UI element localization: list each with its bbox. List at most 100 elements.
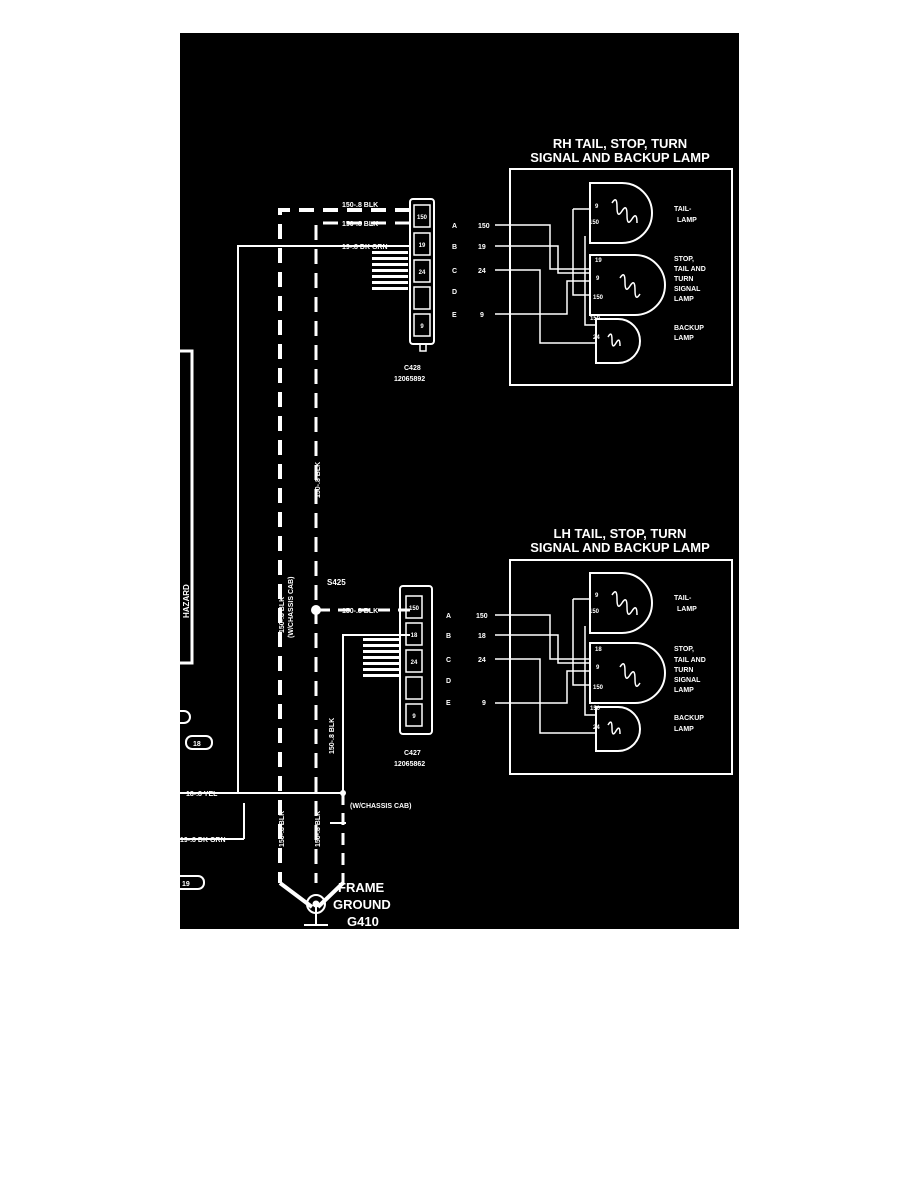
rh-stop-circuit-2: 9 [596, 276, 600, 282]
ground-label-line3: G410 [347, 914, 379, 929]
vertical-blk-left: 150-.8 BLK [279, 597, 286, 633]
lh-cavity-3-num: 24 [411, 660, 418, 666]
rh-wire-grn-label: 19-.8 DK GRN [342, 244, 388, 251]
blk-wire-inner [314, 221, 410, 883]
lh-backup-name-2: LAMP [674, 726, 694, 733]
rh-pin-b-circuit: 19 [478, 244, 486, 251]
rh-pin-c: C [452, 268, 457, 275]
lh-stop-name-3: TURN [674, 667, 693, 674]
lh-pin-b: B [446, 633, 451, 640]
chassis-cab-note: (W/CHASSIS CAB) [350, 803, 411, 810]
lh-cavity-5-num: 9 [412, 714, 416, 720]
splice-label: S425 [327, 578, 346, 587]
lh-pin-c-circuit: 24 [478, 657, 486, 664]
lh-connector-body [399, 585, 433, 735]
lh-cavity-3 [405, 649, 423, 673]
hazard-label: HAZARD [182, 584, 191, 618]
badge-19-label: 19 [182, 881, 190, 888]
lh-cavity-4 [405, 676, 423, 700]
lh-cavity-2 [405, 622, 423, 646]
lh-stop-circuit-2: 9 [596, 665, 600, 671]
lh-tail-filament [611, 591, 638, 616]
lh-stop-name-2: TAIL AND [674, 657, 706, 664]
lh-tail-name-2: LAMP [677, 606, 697, 613]
lh-stop-name-4: SIGNAL [674, 677, 701, 684]
rh-tail-filament [611, 199, 638, 224]
rh-lamp-box [509, 168, 733, 386]
rh-tail-name-2: LAMP [677, 217, 697, 224]
lh-backup-name-1: BACKUP [674, 715, 704, 722]
lh-cavity-1-num: 150 [409, 606, 420, 612]
rh-stop-circuit-1: 19 [595, 258, 602, 264]
rh-cavity-2 [413, 232, 431, 256]
rh-wire-top-label: 150-.8 BLK [342, 202, 378, 209]
rh-cavity-3 [413, 259, 431, 283]
rh-connector-body [409, 198, 435, 345]
vertical-blk-upper: 150-.8 BLK [315, 462, 322, 498]
lh-tail-lamp [589, 572, 653, 634]
rh-stop-name-5: LAMP [674, 296, 694, 303]
lh-wire-top-label: 150-.8 BLK [342, 608, 378, 615]
rh-stop-name-2: TAIL AND [674, 266, 706, 273]
rh-pin-c-circuit: 24 [478, 268, 486, 275]
lh-backup-circuit-2: 24 [593, 725, 600, 731]
lh-lamp-box [509, 559, 733, 775]
splice-s425-dot [311, 605, 321, 615]
rh-pin-e-circuit: 9 [480, 312, 484, 319]
rh-pin-e: E [452, 312, 457, 319]
rh-connector-id: C428 [404, 365, 421, 372]
rh-connector-shell [372, 251, 408, 290]
vertical-chassis-cab: (W/CHASSIS CAB) [288, 577, 295, 638]
lh-tail-circuit-1: 9 [595, 593, 599, 599]
rh-pin-b: B [452, 244, 457, 251]
ground-label-line1: FRAME [338, 880, 385, 895]
rh-cavity-1 [413, 204, 431, 228]
rh-cavity-4 [413, 286, 431, 310]
ground-icon [304, 894, 328, 926]
vertical-blk-bottom-right: 150-.8 BLK [315, 811, 322, 847]
lh-title-line1: LH TAIL, STOP, TURN [554, 526, 687, 541]
lh-stop-circuit-3: 150 [593, 685, 604, 691]
rh-cavity-1-num: 150 [417, 215, 428, 221]
rh-stop-name-4: SIGNAL [674, 286, 701, 293]
badge-18-label: 18 [193, 741, 201, 748]
rh-title-line1: RH TAIL, STOP, TURN [553, 136, 687, 151]
splice-lower-dot [340, 790, 346, 796]
rh-stop-lamp [589, 254, 666, 316]
lh-tail-circuit-2: 150 [589, 609, 600, 615]
rh-pin-a-circuit: 150 [478, 223, 490, 230]
ground-label-line2: GROUND [333, 897, 391, 912]
rh-tail-lamp [589, 182, 653, 244]
yel-wire-label: 18-.8 YEL [186, 791, 218, 798]
lh-title-line2: SIGNAL AND BACKUP LAMP [530, 540, 710, 555]
rh-backup-circuit-1: 150 [590, 316, 601, 322]
lh-cavity-5 [405, 703, 423, 727]
lh-backup-filament [607, 721, 621, 735]
rh-pin-a: A [452, 223, 457, 230]
lh-pin-e: E [446, 700, 451, 707]
lh-stop-name-5: LAMP [674, 687, 694, 694]
wiring-diagram: RH TAIL, STOP, TURN SIGNAL AND BACKUP LA… [180, 33, 739, 929]
rh-backup-name-2: LAMP [674, 335, 694, 342]
lh-stop-name-1: STOP, [674, 646, 694, 653]
rh-lamp-wiring [495, 208, 596, 344]
lh-cavity-2-num: 18 [411, 633, 418, 639]
lh-backup-lamp [595, 706, 641, 752]
rh-stop-filament [619, 274, 641, 298]
lh-part-number: 12065862 [394, 761, 425, 768]
grn-wire [180, 245, 410, 794]
rh-backup-lamp [595, 318, 641, 364]
lh-pin-b-circuit: 18 [478, 633, 486, 640]
rh-stop-circuit-3: 150 [593, 295, 604, 301]
rh-cavity-3-num: 24 [419, 270, 426, 276]
rh-cavity-5 [413, 313, 431, 337]
lh-pin-a: A [446, 613, 451, 620]
rh-title-line2: SIGNAL AND BACKUP LAMP [530, 150, 710, 165]
rh-connector-latch [419, 344, 427, 352]
wiring-svg: RH TAIL, STOP, TURN SIGNAL AND BACKUP LA… [180, 136, 733, 929]
lh-pin-a-circuit: 150 [476, 613, 488, 620]
lh-cavity-1 [405, 595, 423, 619]
lh-pin-c: C [446, 657, 451, 664]
rh-pin-d: D [452, 289, 457, 296]
lh-lamp-wiring [495, 598, 596, 734]
